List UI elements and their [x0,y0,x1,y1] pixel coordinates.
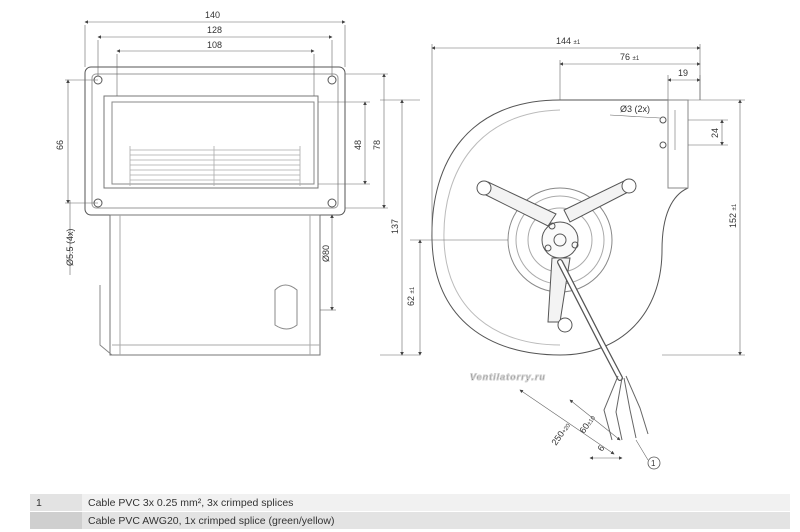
dim-6: 6 [595,443,606,453]
dim-250: 250+20 [549,420,572,447]
dim-hole-3: Ø3 (2x) [620,104,650,114]
dim-66: 66 [55,140,65,150]
arm-screw-icon [476,180,492,196]
legend-table: 1 Cable PVC 3x 0.25 mm², 3x crimped spli… [30,494,790,530]
front-view [84,66,346,356]
legend-number: 1 [30,494,82,512]
dim-60: 60±10 [577,412,597,435]
legend-number [30,511,82,530]
dim-19: 19 [678,68,688,78]
side-view [431,99,689,441]
front-outlet-opening [111,101,315,185]
dim-108: 108 [207,40,222,50]
dim-144: 144 ±1 [556,36,581,46]
dim-152: 152 ±1 [728,203,738,228]
legend-text: Cable PVC 3x 0.25 mm², 3x crimped splice… [82,494,790,512]
front-motor-body [109,214,321,356]
dim-140: 140 [205,10,220,20]
callout-1-label: 1 [651,459,656,468]
watermark: Ventilatorry.ru [470,372,546,382]
dim-24: 24 [710,128,720,138]
dim-dia-80: Ø80 [321,245,331,262]
front-flange [84,66,346,216]
dim-76: 76 ±1 [620,52,640,62]
legend-text: Cable PVC AWG20, 1x crimped splice (gree… [82,511,790,530]
technical-drawing: 140 128 108 66 48 78 Ø5.5 (4x) Ø80 137 [55,10,745,470]
volute-housing [431,99,689,356]
legend-row: 1 Cable PVC 3x 0.25 mm², 3x crimped spli… [30,494,790,512]
dim-48: 48 [353,140,363,150]
outlet-hole-icon [659,116,667,124]
dim-78: 78 [372,140,382,150]
dim-128: 128 [207,25,222,35]
dim-62: 62 ±1 [406,286,416,306]
legend-row: Cable PVC AWG20, 1x crimped splice (gree… [30,511,790,530]
dim-137: 137 [390,219,400,234]
motor-hub [541,221,579,259]
callout-1-icon [647,456,661,470]
dim-hole-5-5: Ø5.5 (4x) [65,228,75,266]
